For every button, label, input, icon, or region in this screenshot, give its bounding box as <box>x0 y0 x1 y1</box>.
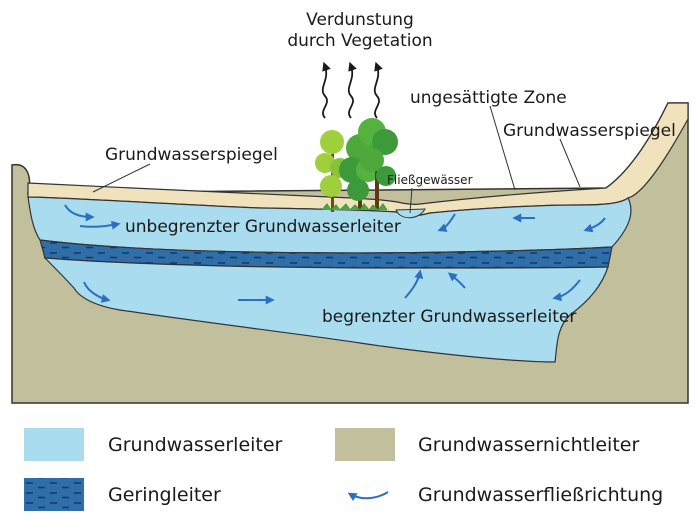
legend-swatch-aquitard <box>24 478 84 511</box>
flow-arrow <box>552 279 581 302</box>
legend-label-flow: Grundwasserfließrichtung <box>418 484 663 506</box>
flow-arrow <box>404 269 424 299</box>
flow-arrow <box>79 220 121 230</box>
label-unsaturated-zone: ungesättigte Zone <box>410 88 567 108</box>
flow-arrows <box>64 204 606 305</box>
leader-water-table-right <box>559 138 581 188</box>
flow-arrow <box>447 272 466 289</box>
label-water-table-left: Grundwasserspiegel <box>105 145 278 165</box>
legend-flow-arrow-icon <box>347 491 389 502</box>
legend: Grundwasserleiter Grundwassernichtleiter… <box>24 428 663 511</box>
vegetation <box>315 118 398 212</box>
leader-lines <box>92 105 581 214</box>
evaporation-arrow <box>347 61 357 119</box>
leader-stream <box>409 187 413 214</box>
evaporation-arrow <box>373 61 383 119</box>
flow-arrow <box>64 204 95 222</box>
label-evaporation-line2: durch Vegetation <box>287 31 432 51</box>
legend-swatch-aquifer <box>24 428 84 461</box>
label-confined-aquifer: begrenzter Grundwasserleiter <box>322 307 576 327</box>
label-evaporation-line1: Verdunstung <box>306 10 414 30</box>
leader-water-table-left <box>92 163 151 193</box>
leader-unsaturated-zone <box>489 105 516 191</box>
legend-label-aquifer: Grundwasserleiter <box>108 434 283 456</box>
confined-aquifer <box>43 257 609 363</box>
flow-arrow <box>583 217 606 233</box>
label-water-table-right: Grundwasserspiegel <box>503 121 676 141</box>
label-stream: Fließgewässer <box>387 173 473 187</box>
stream <box>395 208 426 219</box>
legend-label-aquiclude: Grundwassernichtleiter <box>418 434 639 456</box>
evaporation-arrows <box>321 61 383 119</box>
legend-label-aquitard: Geringleiter <box>108 484 221 506</box>
flow-arrow <box>437 213 456 232</box>
flow-arrow <box>83 281 111 303</box>
legend-swatch-aquiclude <box>335 428 395 461</box>
evaporation-arrow <box>321 61 331 119</box>
label-unconfined-aquifer: unbegrenzter Grundwasserleiter <box>125 217 401 237</box>
